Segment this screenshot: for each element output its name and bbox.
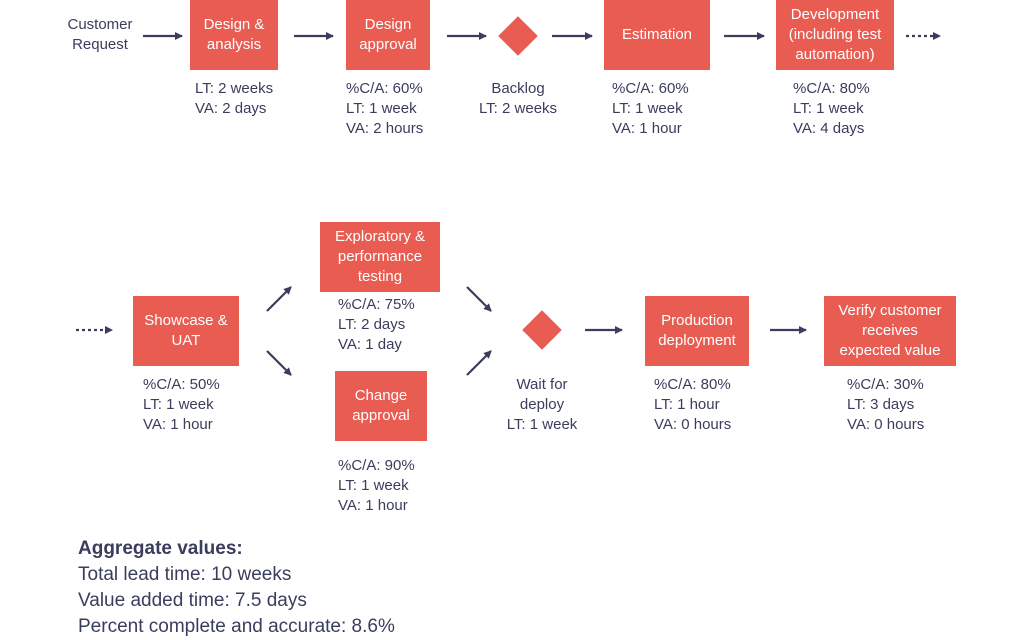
exploratory-testing-box: Exploratory & performance testing — [320, 222, 440, 292]
aggregate-pca: Percent complete and accurate: 8.6% — [78, 616, 395, 637]
arrow-exploratory-to-wait — [466, 286, 492, 312]
estimation-box: Estimation — [604, 0, 710, 70]
production-deployment-box: Production deployment — [645, 296, 749, 366]
verify-customer-metrics: %C/A: 30% LT: 3 days VA: 0 hours — [847, 376, 925, 433]
aggregate-title: Aggregate values: — [78, 538, 243, 559]
exploratory-testing-metrics: %C/A: 75% LT: 2 days VA: 1 day — [338, 296, 415, 353]
design-approval-metrics: %C/A: 60% LT: 1 week VA: 2 hours — [346, 80, 424, 137]
design-approval-box: Design approval — [346, 0, 430, 70]
development-box: Development (including test automation) — [776, 0, 894, 70]
customer-request-label: Customer Request — [67, 16, 133, 53]
estimation-metrics: %C/A: 60% LT: 1 week VA: 1 hour — [612, 80, 689, 137]
aggregate-lead-time: Total lead time: 10 weeks — [78, 564, 292, 585]
backlog-label: Backlog LT: 2 weeks — [478, 80, 558, 117]
wait-for-deploy-label: Wait for deploy LT: 1 week — [506, 376, 578, 433]
arrow-change-to-wait — [466, 350, 492, 376]
showcase-uat-box: Showcase & UAT — [133, 296, 239, 366]
design-analysis-box: Design & analysis — [190, 0, 278, 70]
aggregate-value-added: Value added time: 7.5 days — [78, 590, 307, 611]
arrow-showcase-to-change — [266, 350, 292, 376]
arrow-showcase-to-exploratory — [266, 286, 292, 312]
change-approval-box: Change approval — [335, 371, 427, 441]
verify-customer-box: Verify customer receives expected value — [824, 296, 956, 366]
development-metrics: %C/A: 80% LT: 1 week VA: 4 days — [793, 80, 870, 137]
design-analysis-metrics: LT: 2 weeks VA: 2 days — [195, 80, 274, 117]
change-approval-metrics: %C/A: 90% LT: 1 week VA: 1 hour — [338, 457, 415, 514]
production-deployment-metrics: %C/A: 80% LT: 1 hour VA: 0 hours — [654, 376, 732, 433]
showcase-uat-metrics: %C/A: 50% LT: 1 week VA: 1 hour — [143, 376, 220, 433]
